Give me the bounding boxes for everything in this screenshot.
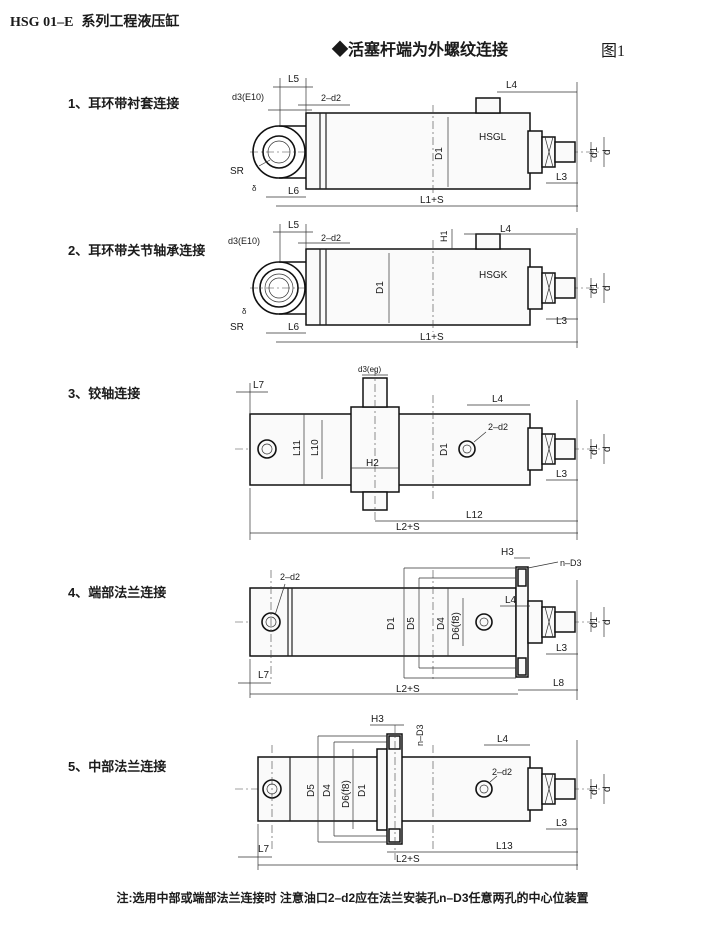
mount-label-3: 3、铰轴连接 <box>68 386 141 401</box>
dim-l3: L3 <box>556 469 568 480</box>
dim-d5: D5 <box>306 784 317 797</box>
footnote: 注:选用中部或端部法兰连接时 注意油口2–d2应在法兰安装孔n–D3任意两孔的中… <box>116 891 589 905</box>
drawing-end-flange: H3 n–D3 2–d2 L4 D1 D5 D4 D6(f8) d1 d L3 … <box>235 547 613 700</box>
dim-l8: L8 <box>553 678 565 689</box>
dim-l7: L7 <box>258 670 270 681</box>
dim-n-d3: n–D3 <box>560 558 582 568</box>
dim-d1-bore: D1 <box>386 617 397 630</box>
dim-d1-rod: d1 <box>589 282 600 294</box>
dim-d-rod: d <box>602 149 613 155</box>
dim-d-rod: d <box>602 285 613 291</box>
dim-d3-eg: d3(eg) <box>358 365 381 374</box>
dim-d4: D4 <box>322 784 333 797</box>
dim-l5: L5 <box>288 220 300 231</box>
series-code: HSG 01–E <box>10 15 74 30</box>
dim-d3-e10: d3(E10) <box>228 236 260 246</box>
mount-label-1: 1、耳环带衬套连接 <box>68 96 180 111</box>
dim-l3: L3 <box>556 316 568 327</box>
dim-n-d3: n–D3 <box>415 724 425 746</box>
dim-l3: L3 <box>556 172 568 183</box>
dim-l10: L10 <box>310 439 321 456</box>
dim-l11: L11 <box>292 440 303 456</box>
dim-l6: L6 <box>288 322 300 333</box>
dim-d1-rod: d1 <box>589 146 600 158</box>
dim-d5: D5 <box>406 617 417 630</box>
dim-sr: SR <box>230 166 244 177</box>
dim-h3: H3 <box>371 714 384 725</box>
series-title: 系列工程液压缸 <box>81 15 180 30</box>
mount-label-4: 4、端部法兰连接 <box>68 585 167 600</box>
figure-label: 图1 <box>601 43 626 60</box>
dim-l3: L3 <box>556 643 568 654</box>
dim-d1-bore: D1 <box>434 147 445 160</box>
dim-d1-bore: D1 <box>439 443 450 456</box>
dim-2-d2: 2–d2 <box>488 422 508 432</box>
dim-d1-rod: d1 <box>589 443 600 455</box>
dim-d1-rod: d1 <box>589 783 600 795</box>
dim-l12: L12 <box>466 510 483 521</box>
dim-l5: L5 <box>288 74 300 85</box>
dim-h3: H3 <box>501 547 514 558</box>
dim-h2: H2 <box>366 458 379 469</box>
dim-l3: L3 <box>556 818 568 829</box>
dim-l4: L4 <box>492 394 504 405</box>
dim-d-rod: d <box>602 786 613 792</box>
drawing-trunnion: L7 d3(eg) L11 L10 H2 D1 2–d2 L4 d1 d L3 … <box>235 365 613 540</box>
drawing-eye-spherical: L5 d3(E10) 2–d2 H1 L4 HSGK D1 d1 d δ SR … <box>228 220 613 348</box>
dim-l13: L13 <box>496 841 513 852</box>
dim-l4: L4 <box>505 595 517 606</box>
model-tag-hsgk: HSGK <box>479 270 508 281</box>
dim-2-d2: 2–d2 <box>492 767 512 777</box>
dim-d6-f8: D6(f8) <box>451 612 462 640</box>
dim-l1-s: L1+S <box>420 332 444 343</box>
dim-d-rod: d <box>602 446 613 452</box>
dim-d-rod: d <box>602 619 613 625</box>
section-title: ◆活塞杆端为外螺纹连接 <box>332 42 509 59</box>
dim-d4: D4 <box>436 617 447 630</box>
drawing-mid-flange: H3 n–D3 L4 D5 D4 D6(f8) D1 2–d2 d1 d L3 … <box>235 714 613 870</box>
drawing-eye-bushing: L5 d3(E10) 2–d2 L4 HSGL D1 d1 d SR δ L6 … <box>230 74 613 212</box>
dim-h1: H1 <box>439 230 449 242</box>
dim-d1-bore: D1 <box>357 784 368 797</box>
dim-d6-f8: D6(f8) <box>341 780 352 808</box>
dim-d3-e10: d3(E10) <box>232 92 264 102</box>
dim-l2-s: L2+S <box>396 684 420 695</box>
dim-d1-rod: d1 <box>589 616 600 628</box>
dim-l1-s: L1+S <box>420 195 444 206</box>
dim-2-d2: 2–d2 <box>280 572 300 582</box>
mount-label-2: 2、耳环带关节轴承连接 <box>68 243 206 258</box>
dim-l2-s: L2+S <box>396 522 420 533</box>
dim-l7: L7 <box>258 844 270 855</box>
dim-delta: δ <box>242 307 247 316</box>
dim-l7: L7 <box>253 380 265 391</box>
dim-sr: SR <box>230 322 244 333</box>
mount-label-5: 5、中部法兰连接 <box>68 759 167 774</box>
dim-l4: L4 <box>506 80 518 91</box>
dim-l6: L6 <box>288 186 300 197</box>
dim-2-d2: 2–d2 <box>321 93 341 103</box>
dim-l4: L4 <box>500 224 512 235</box>
dim-l4: L4 <box>497 734 509 745</box>
series-header: HSG 01–E 系列工程液压缸 <box>10 11 179 31</box>
dim-l2-s: L2+S <box>396 854 420 865</box>
dim-d1-bore: D1 <box>375 281 386 294</box>
model-tag-hsgl: HSGL <box>479 132 507 143</box>
dim-delta: δ <box>252 184 257 193</box>
dim-2-d2: 2–d2 <box>321 233 341 243</box>
